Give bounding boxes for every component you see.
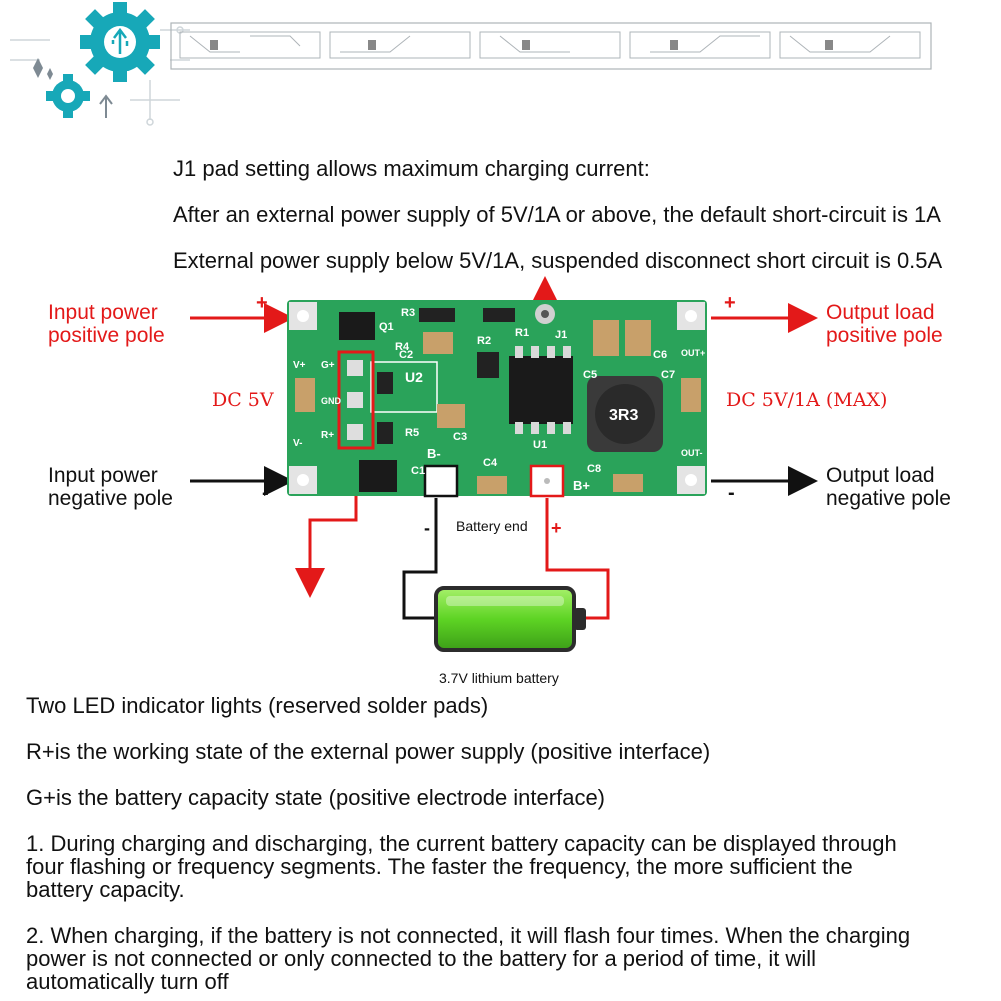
pcb-c8: C8 xyxy=(587,463,601,475)
pcb-c5: C5 xyxy=(583,369,597,381)
pcb-r-plus: R+ xyxy=(321,430,334,441)
pcb-inductor: 3R3 xyxy=(609,407,638,424)
pcb-v-minus: V- xyxy=(293,438,302,449)
charger-pcb: Q1 R3 R4 C2 R1 R2 J1 C5 C6 C7 C8 C3 C4 U… xyxy=(287,296,707,500)
item-2-line-a: 2. When charging, if the battery is not … xyxy=(26,923,911,948)
item-1-line-c: battery capacity. xyxy=(26,877,185,902)
pcb-c7: C7 xyxy=(661,369,675,381)
pcb-r5: R5 xyxy=(405,427,419,439)
battery-label: 3.7V lithium battery xyxy=(439,670,559,686)
battery-end-label: Battery end xyxy=(456,518,528,534)
battery-plus-sign: + xyxy=(551,518,562,538)
pcb-r2: R2 xyxy=(477,335,491,347)
r-plus-description: R+is the working state of the external p… xyxy=(26,739,711,764)
pcb-b-minus: B- xyxy=(427,446,441,461)
g-plus-description: G+is the battery capacity state (positiv… xyxy=(26,785,606,810)
pcb-u2: U2 xyxy=(405,369,423,385)
battery-positive-wire xyxy=(545,498,610,620)
output-negative-label: Output load negative pole xyxy=(826,464,951,510)
gear-usb-logo-icon xyxy=(10,2,190,126)
battery-negative-wire xyxy=(402,498,440,620)
pcb-r3: R3 xyxy=(401,307,415,319)
pcb-c2: C2 xyxy=(399,349,413,361)
plus-in-sign: + xyxy=(256,292,268,314)
pcb-v-plus: V+ xyxy=(293,360,306,371)
dc-input-label: DC 5V xyxy=(212,389,274,411)
minus-out-sign: - xyxy=(728,482,735,504)
pcb-j1: J1 xyxy=(555,329,567,341)
input-negative-label: Input power negative pole xyxy=(48,464,173,510)
pcb-c6: C6 xyxy=(653,349,667,361)
circuit-trace-banner xyxy=(170,22,932,70)
pcb-b-plus: B+ xyxy=(573,478,590,493)
pcb-g-plus: G+ xyxy=(321,360,335,371)
pcb-c3: C3 xyxy=(453,431,467,443)
led-title: Two LED indicator lights (reserved solde… xyxy=(26,693,489,718)
pcb-r1: R1 xyxy=(515,327,529,339)
pcb-gnd: GND xyxy=(321,396,342,406)
note-line-2: After an external power supply of 5V/1A … xyxy=(173,202,941,227)
item-2-line-b: power is not connected or only connected… xyxy=(26,946,816,971)
pcb-c4: C4 xyxy=(483,457,498,469)
pcb-out-plus: OUT+ xyxy=(681,348,705,358)
minus-in-sign: - xyxy=(262,482,269,504)
item-1-line-a: 1. During charging and discharging, the … xyxy=(26,831,897,856)
pcb-c1: C1 xyxy=(411,465,425,477)
output-positive-label: Output load positive pole xyxy=(826,301,943,347)
plus-out-sign: + xyxy=(724,292,736,314)
note-line-1: J1 pad setting allows maximum charging c… xyxy=(173,156,650,181)
battery-minus-sign: - xyxy=(424,518,430,538)
pcb-out-minus: OUT- xyxy=(681,448,703,458)
item-1-line-b: four flashing or frequency segments. The… xyxy=(26,854,853,879)
input-positive-label: Input power positive pole xyxy=(48,301,165,347)
battery-icon xyxy=(434,586,586,652)
pcb-r4: R4 xyxy=(395,341,410,353)
pcb-q1: Q1 xyxy=(379,321,394,333)
note-line-3: External power supply below 5V/1A, suspe… xyxy=(173,248,943,273)
item-2-line-c: automatically turn off xyxy=(26,969,229,994)
pcb-u1: U1 xyxy=(533,439,547,451)
dc-output-label: DC 5V/1A (MAX) xyxy=(726,389,888,411)
